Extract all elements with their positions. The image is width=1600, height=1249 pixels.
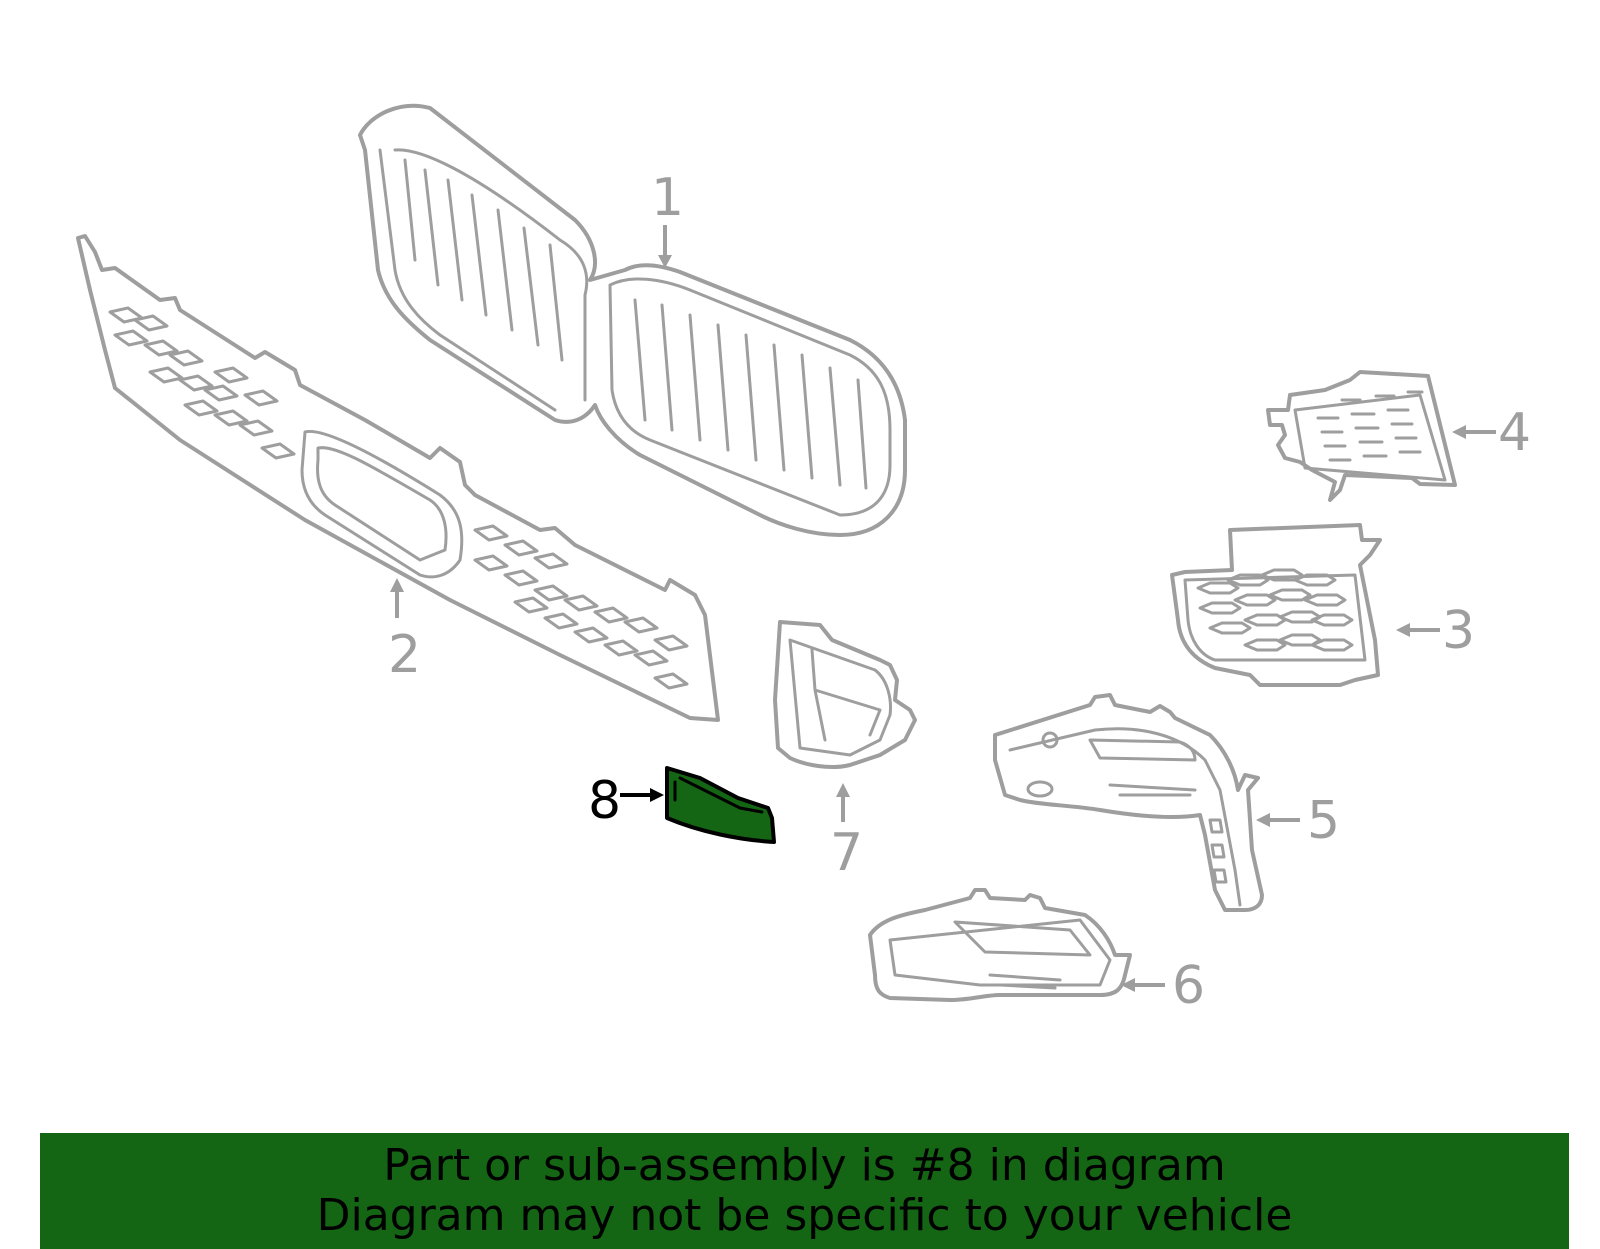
arrow-5 — [1256, 813, 1300, 827]
part-8-bracket-highlighted[interactable] — [665, 766, 776, 844]
callout-1[interactable]: 1 — [651, 168, 684, 228]
arrow-6 — [1121, 978, 1165, 992]
callout-8-highlighted[interactable]: 8 — [588, 771, 621, 831]
part-1-kidney-grille[interactable] — [358, 103, 907, 537]
arrow-7 — [836, 783, 850, 822]
part-4-grille-insert[interactable] — [1266, 370, 1457, 502]
callout-3[interactable]: 3 — [1442, 601, 1475, 661]
arrow-8 — [620, 788, 664, 802]
arrow-4 — [1452, 425, 1496, 439]
part-5-fog-lamp-bezel[interactable] — [993, 693, 1264, 912]
callout-7[interactable]: 7 — [830, 823, 863, 883]
banner-line-part-number: Part or sub-assembly is #8 in diagram — [383, 1140, 1226, 1191]
callout-labels: 1 2 3 4 5 6 7 8 — [388, 168, 1531, 1016]
part-6-fog-lamp-bezel[interactable] — [868, 888, 1132, 1002]
arrow-3 — [1396, 623, 1440, 637]
parts-diagram: 1 2 3 4 5 6 7 8 — [76, 103, 1531, 1016]
callout-4[interactable]: 4 — [1498, 403, 1531, 463]
callout-5[interactable]: 5 — [1307, 791, 1340, 851]
callout-arrows — [390, 225, 1496, 992]
banner-line-disclaimer: Diagram may not be specific to your vehi… — [316, 1190, 1293, 1241]
arrow-2 — [390, 578, 404, 618]
part-7-air-duct[interactable] — [773, 620, 917, 769]
part-3-side-grille-insert[interactable] — [1170, 523, 1382, 687]
callout-6[interactable]: 6 — [1172, 956, 1205, 1016]
part-2-lower-grille[interactable] — [76, 234, 720, 722]
arrow-1 — [658, 225, 672, 268]
info-banner: Part or sub-assembly is #8 in diagram Di… — [40, 1133, 1569, 1249]
callout-2[interactable]: 2 — [388, 625, 421, 685]
